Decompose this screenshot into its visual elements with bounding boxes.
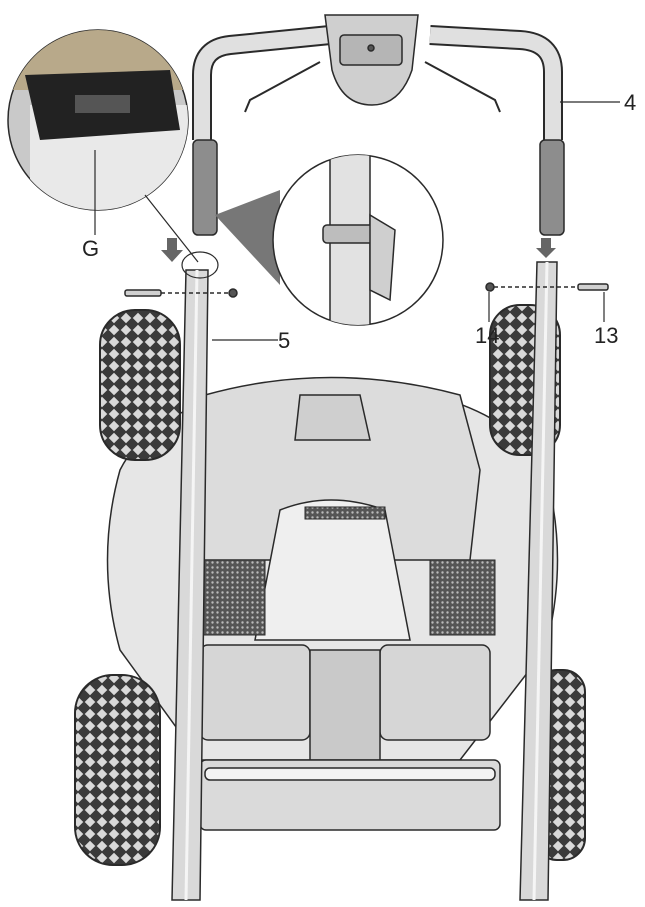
rear-left-wheel [75, 675, 160, 865]
zoom-inset-clamp [215, 150, 443, 340]
top-vent-slots [305, 507, 385, 519]
callout-tube-5: 5 [278, 330, 290, 352]
detail-inset-g [8, 30, 218, 278]
callout-nut-14: 14 [475, 325, 499, 347]
right-vent-grille [430, 560, 495, 635]
control-box [325, 15, 418, 105]
callout-g: G [82, 238, 99, 260]
left-vent-grille [200, 560, 265, 635]
callout-handle-4: 4 [624, 92, 636, 114]
front-left-wheel [100, 310, 180, 460]
callout-bolt-13: 13 [594, 325, 618, 347]
left-bolt [125, 289, 237, 297]
